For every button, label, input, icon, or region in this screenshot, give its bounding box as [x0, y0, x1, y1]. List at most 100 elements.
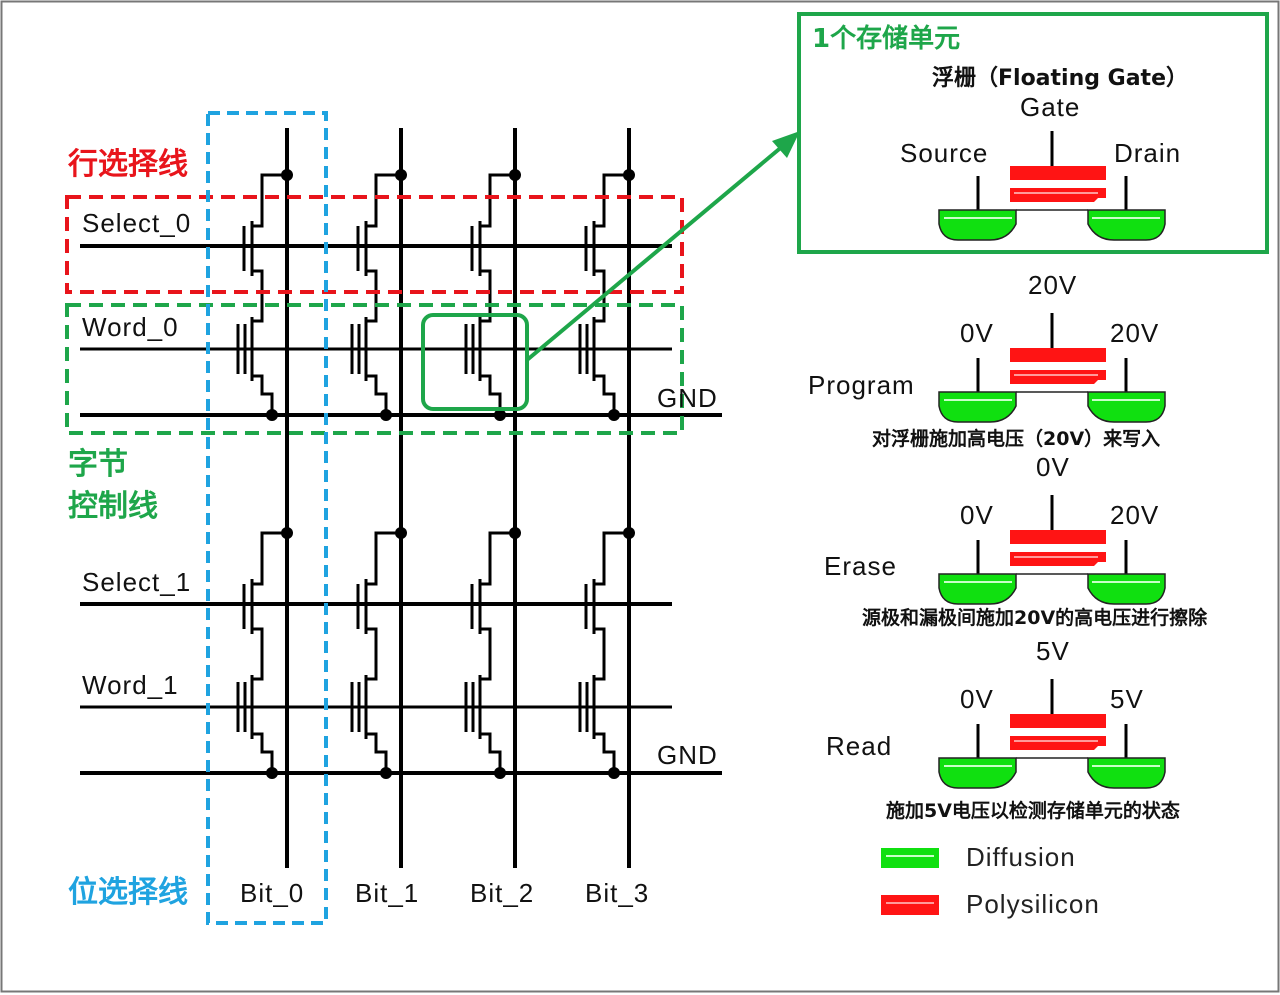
bit-2-label: Bit_2 [470, 878, 535, 908]
select-1-label: Select_1 [82, 567, 192, 597]
source-wire [480, 374, 502, 415]
read-drain-voltage: 5V [1110, 684, 1144, 714]
drain-wire [366, 173, 401, 228]
source-wire [252, 732, 274, 773]
select-0-label: Select_0 [82, 208, 192, 238]
source-diffusion [938, 573, 1017, 605]
program-label: Program [808, 370, 915, 400]
gnd-0-label: GND [657, 383, 718, 413]
floating-gate-poly [1010, 188, 1106, 202]
erase-caption: 源极和漏极间施加20V的高电压进行擦除 [862, 607, 1208, 629]
source-diffusion [938, 391, 1017, 423]
cell-detail-box [797, 12, 1269, 254]
erase-gate-voltage: 0V [1036, 452, 1070, 482]
cell-detail-fet [938, 131, 1166, 241]
drain-wire [594, 173, 629, 228]
floating-gate-label: 浮栅（Floating Gate） [932, 66, 1188, 91]
gnd-node [266, 767, 278, 779]
gate-label: Gate [1020, 92, 1081, 122]
gnd-node [380, 767, 392, 779]
program-gate-voltage: 20V [1028, 270, 1078, 300]
bit-0-label: Bit_0 [240, 878, 305, 908]
floating-gate-poly [1010, 370, 1106, 384]
word-0-label: Word_0 [82, 312, 179, 342]
source-label: Source [900, 138, 989, 168]
gnd-node [380, 409, 392, 421]
cell-1-2 [464, 527, 521, 779]
callout-arrowhead [772, 131, 800, 158]
byte-control-box [65, 303, 684, 435]
read-label: Read [826, 731, 893, 761]
gnd-node [494, 767, 506, 779]
gnd-node [494, 409, 506, 421]
row-select-label: 行选择线 [68, 147, 188, 182]
mid-wire [366, 269, 378, 323]
bit-select-box [206, 111, 328, 925]
bit-1-label: Bit_1 [355, 878, 420, 908]
cell-1-3 [578, 527, 635, 779]
control-gate-poly [1010, 348, 1106, 362]
callout-arrow [525, 138, 792, 362]
byte-control-label-1: 字节 [68, 447, 128, 482]
gnd-node [608, 409, 620, 421]
row-select-box [65, 195, 684, 294]
source-wire [480, 732, 502, 773]
array-wires [80, 128, 722, 868]
floating-gate-poly [1010, 552, 1106, 566]
read-gate-voltage: 5V [1036, 636, 1070, 666]
mid-wire [480, 269, 492, 323]
drain-diffusion [1087, 209, 1166, 241]
control-gate-poly [1010, 530, 1106, 544]
source-wire [594, 374, 616, 415]
byte-control-label-2: 控制线 [68, 489, 158, 524]
gnd-node [608, 767, 620, 779]
mid-wire [480, 627, 492, 681]
drain-wire [366, 531, 401, 586]
program-source-voltage: 0V [960, 318, 994, 348]
array-transistors [236, 169, 635, 779]
program-caption: 对浮栅施加高电压（20V）来写入 [872, 428, 1161, 450]
gnd-1-label: GND [657, 740, 718, 770]
drain-label: Drain [1114, 138, 1182, 168]
polysilicon-legend-label: Polysilicon [966, 889, 1100, 919]
cell-0-1 [350, 169, 407, 421]
cell-1-0 [236, 527, 293, 779]
mid-wire [366, 627, 378, 681]
bit-select-label: 位选择线 [68, 875, 188, 910]
program-drain-voltage: 20V [1110, 318, 1160, 348]
source-diffusion [938, 209, 1017, 241]
source-wire [594, 732, 616, 773]
source-wire [252, 374, 274, 415]
cell-highlight-box [421, 313, 529, 411]
drain-diffusion [1087, 757, 1166, 789]
diffusion-swatch [881, 848, 939, 868]
erase-drain-voltage: 20V [1110, 500, 1160, 530]
cell-1-1 [350, 527, 407, 779]
mid-wire [594, 627, 606, 681]
fet-cross-sections [938, 131, 1166, 789]
bit-3-label: Bit_3 [585, 878, 650, 908]
drain-wire [480, 173, 515, 228]
source-wire [366, 374, 388, 415]
program-fet [938, 313, 1166, 423]
drain-wire [252, 173, 287, 228]
drain-diffusion [1087, 573, 1166, 605]
drain-wire [252, 531, 287, 586]
diffusion-legend-label: Diffusion [966, 842, 1076, 872]
drain-diffusion [1087, 391, 1166, 423]
source-diffusion [938, 757, 1017, 789]
word-1-label: Word_1 [82, 670, 179, 700]
drain-wire [594, 531, 629, 586]
cell-0-2 [464, 169, 521, 421]
erase-fet [938, 495, 1166, 605]
drain-wire [480, 531, 515, 586]
mid-wire [252, 627, 264, 681]
mid-wire [252, 269, 264, 323]
polysilicon-swatch [881, 895, 939, 915]
floating-gate-poly [1010, 736, 1106, 750]
erase-label: Erase [824, 551, 897, 581]
control-gate-poly [1010, 714, 1106, 728]
